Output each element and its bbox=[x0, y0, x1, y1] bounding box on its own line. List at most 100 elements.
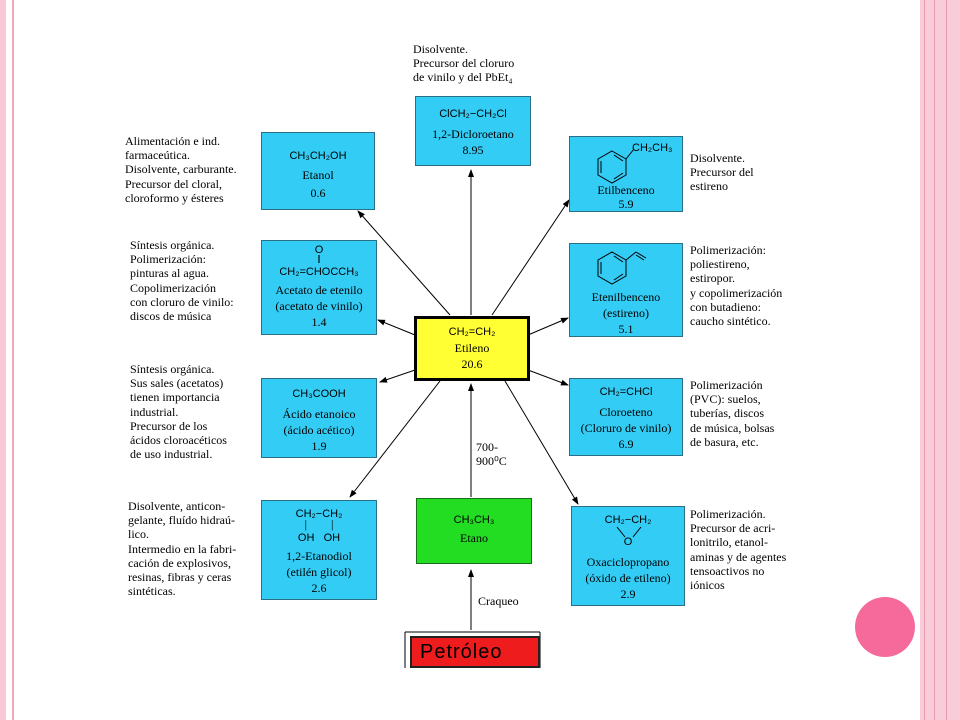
arrow-to-styrene bbox=[527, 317, 569, 336]
dichloroethane-name: 1,2-Dicloroetano bbox=[432, 127, 514, 141]
note-line: estireno bbox=[690, 179, 728, 194]
ethanol-name: Etanol bbox=[302, 168, 334, 182]
note-line: Precursor del cloral, bbox=[125, 176, 222, 191]
vinyl-chloride-formula: CH₂=CHCl bbox=[599, 386, 653, 398]
note-line: 700- bbox=[476, 440, 498, 454]
note-line: cación de explosivos, bbox=[128, 555, 231, 570]
note-line: Polimerización: bbox=[690, 243, 766, 257]
note-line: Polimerización: bbox=[130, 252, 206, 267]
note-line: ácidos cloroacéticos bbox=[130, 433, 227, 448]
note-line: de uso industrial. bbox=[130, 447, 213, 462]
glycol-formula-bottom: OH OH bbox=[297, 532, 341, 544]
note-line: Disolvente, carburante. bbox=[125, 162, 237, 177]
ethane-formula: CH₃CH₃ bbox=[453, 514, 495, 526]
ethylbenzene-note: Disolvente. Precursor del estireno bbox=[690, 151, 754, 194]
glycol-name2: (etilén glicol) bbox=[286, 565, 352, 579]
note-line: poliestireno, bbox=[690, 257, 750, 272]
note-line: Precursor de los bbox=[130, 418, 208, 433]
dichloroethane-note: Disolvente. Precursor del cloruro de vin… bbox=[413, 42, 514, 85]
ethylene-formula: CH₂=CH₂ bbox=[448, 326, 496, 338]
vinyl-acetate-double-bond: ‖ bbox=[317, 252, 321, 266]
note-line: (PVC): suelos, bbox=[690, 392, 761, 407]
vinyl-chloride-name: Cloroeteno bbox=[599, 405, 653, 419]
glycol-formula-top: CH₂−CH₂ bbox=[295, 508, 343, 520]
note-line: 900⁰C bbox=[476, 454, 507, 469]
vinyl-acetate-note: Síntesis orgánica. Polimerización: pintu… bbox=[130, 238, 234, 323]
note-line: estiropor. bbox=[690, 271, 735, 286]
acetic-acid-note: Síntesis orgánica. Sus sales (acetatos) … bbox=[130, 362, 227, 461]
ethanol-value: 0.6 bbox=[310, 186, 326, 200]
note-line: resinas, fibras y ceras bbox=[128, 570, 232, 585]
note-line: Polimerización bbox=[690, 378, 763, 392]
vinyl-acetate-name: Acetato de etenilo bbox=[275, 283, 363, 297]
ethylbenzene-value: 5.9 bbox=[618, 197, 634, 211]
styrene-name2: (estireno) bbox=[603, 306, 649, 320]
note-line: gelante, fluído hidraú- bbox=[128, 513, 235, 528]
oxirane-name: Oxaciclopropano bbox=[586, 555, 670, 569]
note-line: tensoactivos no bbox=[690, 563, 765, 578]
note-line: tienen importancia bbox=[130, 390, 220, 405]
note-line: caucho sintético. bbox=[690, 314, 771, 329]
slide-left-line bbox=[12, 0, 14, 720]
note-line: de vinilo y del PbEt₄ bbox=[413, 70, 513, 85]
note-line: Polimerización. bbox=[690, 507, 766, 521]
ethanol-note: Alimentación e ind. farmaceútica. Disolv… bbox=[125, 134, 237, 205]
arrow-to-acetic-acid bbox=[379, 369, 416, 383]
benzene-ring-icon bbox=[597, 148, 635, 184]
note-line: pinturas al agua. bbox=[130, 266, 209, 281]
oxirane-box: CH₂−CH₂ O Oxaciclopropano (óxido de etil… bbox=[571, 506, 685, 606]
note-line: Síntesis orgánica. bbox=[130, 362, 215, 376]
styrene-note: Polimerización: poliestireno, estiropor.… bbox=[690, 243, 782, 328]
oxirane-name2: (óxido de etileno) bbox=[585, 571, 671, 585]
petroleum-label: Petróleo bbox=[420, 641, 503, 663]
ethane-name: Etano bbox=[460, 531, 488, 545]
note-line: y copolimerización bbox=[690, 285, 783, 300]
ethylbenzene-name: Etilbenceno bbox=[597, 183, 655, 197]
acetic-acid-value: 1.9 bbox=[311, 439, 327, 453]
arrow-to-vinyl-chloride bbox=[527, 369, 569, 386]
acetic-acid-name2: (ácido acético) bbox=[283, 423, 355, 437]
glycol-box: CH₂−CH₂ | | OH OH 1,2-Etanodiol (etilén … bbox=[261, 500, 377, 600]
styrene-value: 5.1 bbox=[618, 322, 634, 336]
ethanol-box: CH₃CH₂OH Etanol 0.6 bbox=[261, 132, 375, 210]
note-line: sintéticas. bbox=[128, 584, 176, 599]
styrene-box: Etenilbenceno (estireno) 5.1 bbox=[569, 243, 683, 337]
slide-left-border bbox=[0, 0, 6, 720]
note-line: aminas y de agentes bbox=[690, 549, 787, 564]
arrow-to-ethanol bbox=[357, 210, 451, 316]
note-line: Síntesis orgánica. bbox=[130, 238, 215, 252]
note-line: Disolvente. bbox=[413, 42, 468, 56]
glycol-value: 2.6 bbox=[311, 581, 327, 595]
note-line: farmaceútica. bbox=[125, 148, 190, 163]
glycol-name: 1,2-Etanodiol bbox=[286, 549, 352, 563]
oxirane-note: Polimerización. Precursor de acri- lonit… bbox=[690, 507, 786, 592]
note-line: Alimentación e ind. bbox=[125, 134, 220, 148]
acetic-acid-formula: CH₃COOH bbox=[292, 388, 346, 400]
vinyl-acetate-value: 1.4 bbox=[311, 315, 327, 329]
vinyl-acetate-box: O ‖ CH₂=CHOCCH₃ Acetato de etenilo (acet… bbox=[261, 240, 377, 335]
note-line: industrial. bbox=[130, 404, 179, 419]
oxirane-value: 2.9 bbox=[620, 587, 636, 601]
oxirane-formula-top: CH₂−CH₂ bbox=[604, 514, 652, 526]
cracking-label: Craqueo bbox=[478, 594, 519, 608]
vinyl-chloride-value: 6.9 bbox=[618, 437, 634, 451]
slide-right-line bbox=[934, 0, 935, 720]
glycol-bonds: | | bbox=[304, 517, 334, 531]
cracking-temperature: 700- 900⁰C bbox=[476, 440, 507, 468]
ethanol-formula: CH₃CH₂OH bbox=[289, 150, 347, 162]
ethylbenzene-box: CH₂CH₃ Etilbenceno 5.9 bbox=[569, 136, 683, 212]
dichloroethane-box: ClCH₂−CH₂Cl 1,2-Dicloroetano 8.95 bbox=[415, 96, 531, 166]
epoxide-bonds-icon bbox=[616, 526, 642, 538]
ethylene-box: CH₂=CH₂ Etileno 20.6 bbox=[414, 316, 530, 381]
styrene-name: Etenilbenceno bbox=[591, 290, 661, 304]
ethylbenzene-formula: CH₂CH₃ bbox=[632, 142, 673, 154]
vinyl-chloride-note: Polimerización (PVC): suelos, tuberías, … bbox=[690, 378, 774, 449]
note-line: Precursor de acri- bbox=[690, 521, 776, 536]
arrow-to-oxirane bbox=[504, 380, 579, 505]
slide-decorative-circle bbox=[855, 597, 915, 657]
note-line: con cloruro de vinilo: bbox=[130, 294, 234, 309]
slide-right-border bbox=[920, 0, 960, 720]
note-line: Precursor del bbox=[690, 165, 754, 180]
ethylene-value: 20.6 bbox=[461, 357, 483, 371]
